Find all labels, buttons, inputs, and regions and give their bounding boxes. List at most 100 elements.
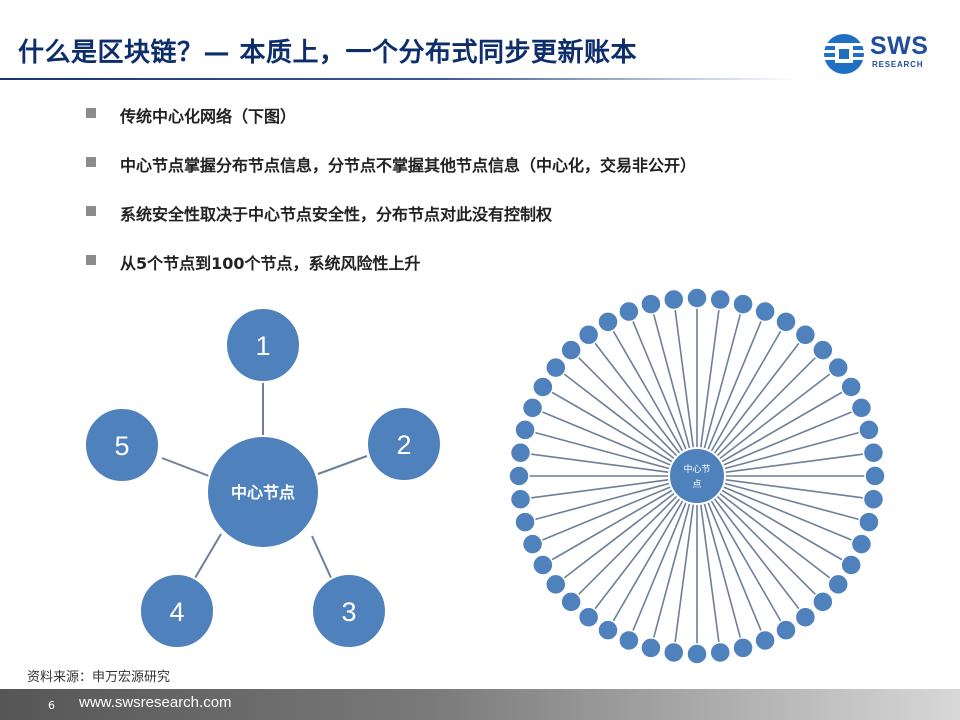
spoke-line [534,482,671,521]
spoke-line [541,410,672,467]
slide-title: 什么是区块链？— 本质上，一个分布式同步更新账本 [18,38,638,68]
network-node [532,554,554,576]
network-node [864,465,886,487]
network-node [663,288,685,311]
network-node [812,591,834,613]
network-node [514,511,536,533]
network-node [560,591,582,613]
node-label: 1 [255,331,270,361]
spoke-line [724,478,864,499]
network-node [532,376,554,398]
sws-logo-icon [824,34,864,74]
network-node [862,442,885,464]
center-node-label: 点 [692,479,701,490]
spoke-line [612,330,684,453]
spoke-line [551,391,674,463]
spoke-line [713,497,800,610]
network-node [812,339,834,361]
network-node [514,419,536,441]
network-node [509,488,532,510]
title-underline [0,78,800,80]
square-bullet-icon [86,255,96,265]
network-node [560,339,582,361]
bullet-list: 传统中心化网络（下图） 中心节点掌握分布节点信息，分节点不掌握其他节点信息（中心… [86,103,696,299]
network-node [754,629,776,652]
centralized-network-many-nodes: 中心节 点 [508,287,886,665]
network-node [618,629,640,652]
footer-url: www.swsresearch.com [79,694,232,711]
network-node [794,324,817,346]
network-node: 2 [366,406,442,482]
network-node [850,397,873,419]
spoke-line [723,482,860,521]
network-node [618,300,640,323]
spoke-line [551,489,674,561]
network-node [509,442,532,464]
network-node [663,641,685,664]
bullet-item: 系统安全性取决于中心节点安全性，分布节点对此没有控制权 [86,201,696,250]
network-node [545,573,567,596]
spoke-line [722,485,853,542]
square-bullet-icon [86,157,96,167]
spoke-line [652,502,691,639]
spoke-line [703,313,742,450]
network-node [521,533,544,555]
network-node: 3 [311,573,387,649]
spoke-line [703,502,742,639]
spoke-line [710,499,782,622]
bullet-item: 从5个节点到100个节点，系统风险性上升 [86,250,696,299]
spoke-line [716,356,817,457]
spoke-line [530,453,670,474]
network-node [686,643,708,665]
network-node [862,488,885,510]
spoke-line [713,342,800,455]
network-node [597,619,619,641]
large-network-nodes [508,287,886,665]
spoke-line [541,485,672,542]
network-node [732,637,754,659]
spoke-line [577,356,678,457]
center-node: 中心节 点 [668,447,726,505]
bullet-text: 从5个节点到100个节点，系统风险性上升 [120,254,421,273]
spoke-line [577,495,678,596]
network-node [827,356,849,379]
spoke-line [311,535,333,581]
network-node [597,311,619,333]
network-node [794,606,817,628]
spoke-line [563,373,676,460]
spoke-line [161,457,210,477]
spoke-line [720,391,843,463]
spoke-line [652,313,691,450]
network-node [827,573,849,596]
spoke-line [530,478,670,499]
network-node [775,619,797,641]
spoke-line [706,501,763,632]
spoke-line [674,503,695,643]
spoke-line [631,501,688,632]
node-label: 3 [341,597,356,627]
center-node-label: 中心节 [683,463,710,475]
footer-bar: 6 www.swsresearch.com [0,689,960,720]
center-node: 中心节点 [206,435,320,549]
network-node [508,465,530,487]
network-node [732,293,754,315]
network-node [840,554,862,576]
network-node [858,419,880,441]
page-number: 6 [48,699,55,712]
network-node: 4 [139,573,215,649]
spoke-line [722,410,853,467]
square-bullet-icon [86,108,96,118]
source-note: 资料来源：申万宏源研究 [27,670,171,685]
network-node [545,356,567,379]
large-network-spokes [529,308,865,644]
spoke-line [612,499,684,622]
network-node [640,637,662,659]
sws-logo: SWS RESEARCH [822,32,942,76]
spoke-line [631,320,688,451]
spoke-line [674,309,695,449]
center-node-label: 中心节点 [231,483,295,502]
small-network-spokes [161,383,368,581]
spoke-line [534,431,671,470]
spoke-line [710,330,782,453]
